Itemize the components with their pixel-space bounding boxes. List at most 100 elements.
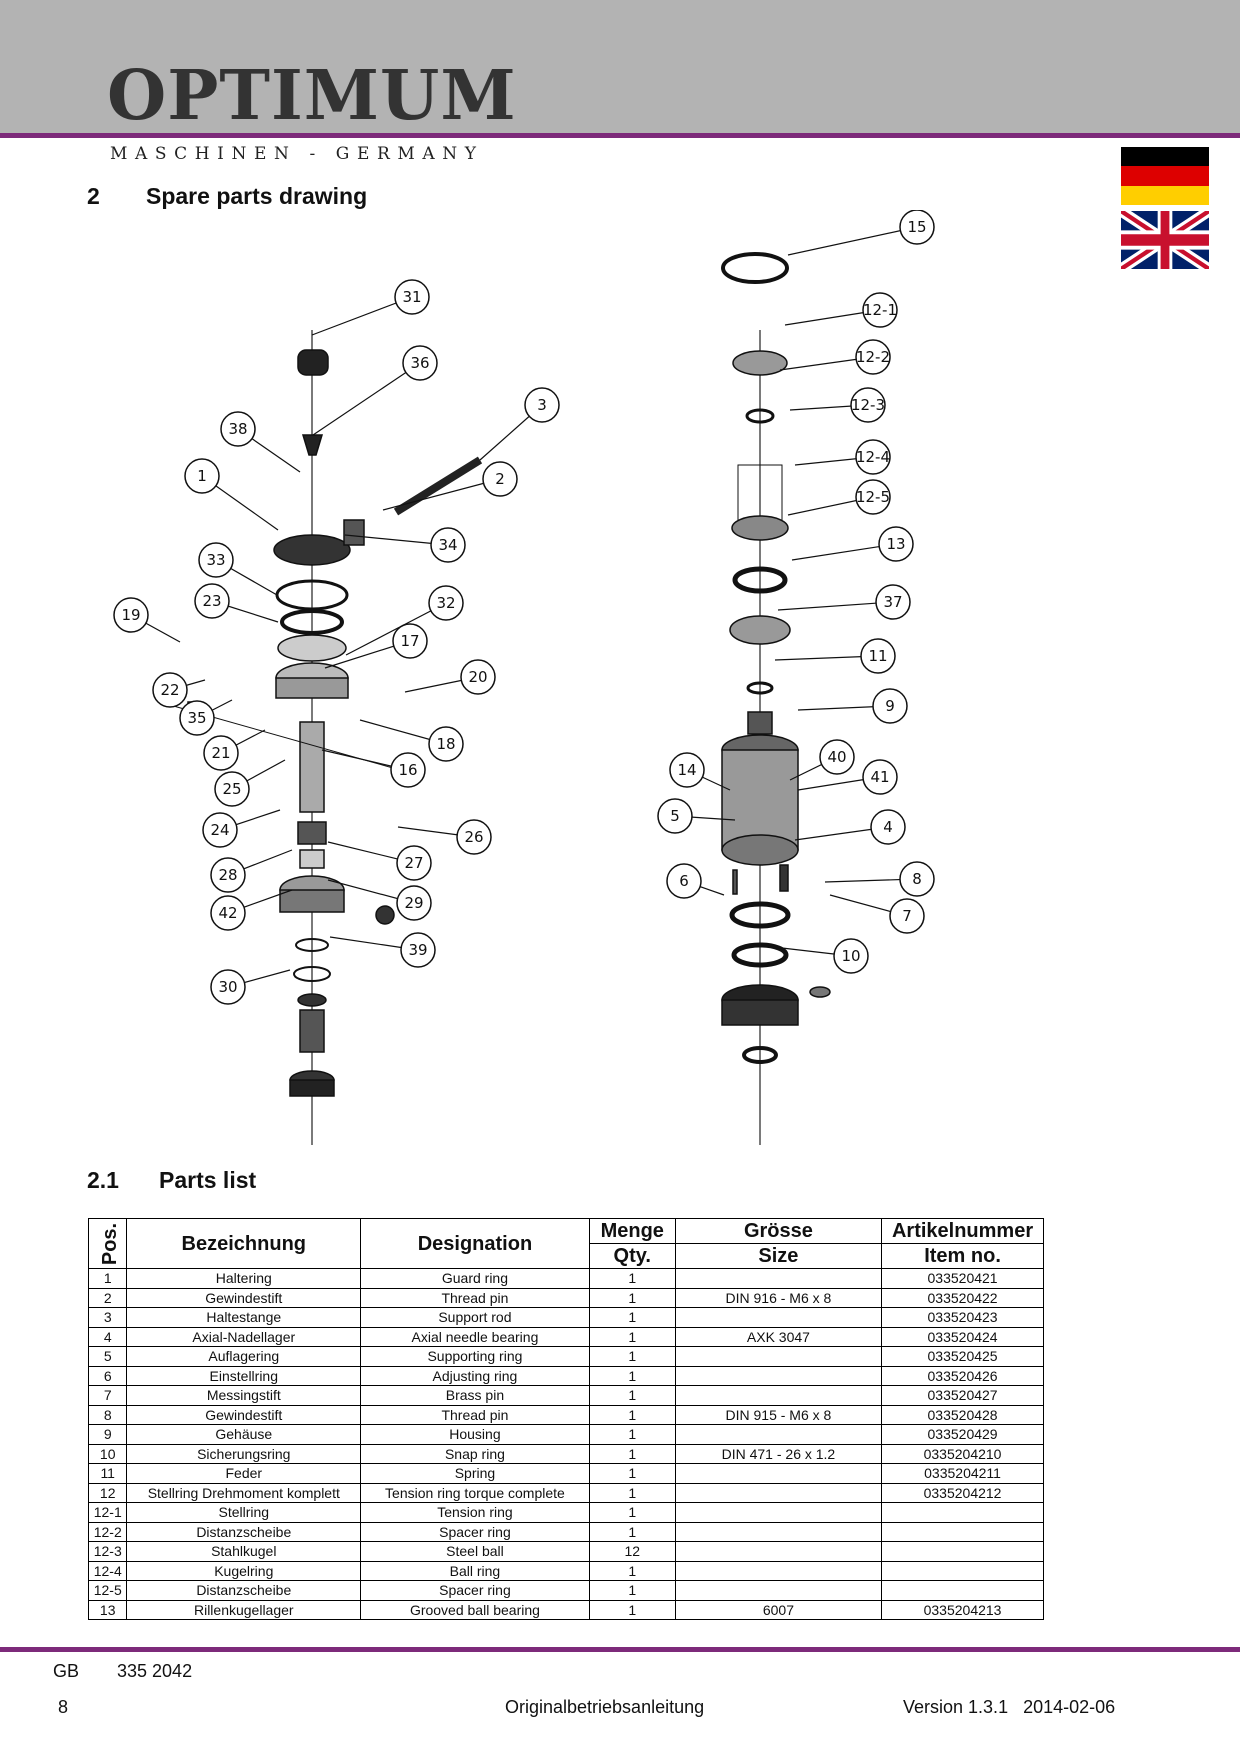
leader-line [382,478,501,511]
callout-circle [899,210,935,245]
callout-circle [220,411,256,447]
callout-label: 25 [222,780,241,798]
callout-label: 20 [468,668,487,686]
cell-pos: 11 [87,1463,128,1484]
cell-designation: Supporting ring [360,1346,590,1367]
cell-qty: 12 [588,1541,676,1562]
cell-size [674,1268,883,1289]
cell-pos: 13 [87,1599,128,1620]
cell-item_no: 033520424 [881,1326,1044,1347]
section-number: 2 [87,183,100,209]
cell-pos: 2 [87,1287,128,1308]
callout-label: 17 [400,632,419,650]
callout-circle [198,542,234,578]
callout-label: 31 [402,288,421,306]
callout-circle [460,659,496,695]
cell-pos: 4 [87,1326,128,1347]
col-header-designation: Designation [360,1218,590,1269]
cell-bezeichnung: Haltering [126,1268,362,1289]
callout-label: 7 [902,907,912,925]
callout-label: 32 [436,594,455,612]
cell-item_no [881,1580,1044,1601]
brand-logo: OPTIMUM [107,56,517,136]
cell-pos: 12-5 [87,1580,128,1601]
callout-circle [870,809,906,845]
cell-bezeichnung: Stahlkugel [126,1541,362,1562]
col-header-menge: Menge [588,1218,676,1244]
callout-label: 11 [868,647,887,665]
subsection-number: 2.1 [87,1167,119,1193]
callout-circle [482,461,518,497]
cell-designation: Tension ring [360,1502,590,1523]
callout-label: 16 [398,761,417,779]
cell-designation: Thread pin [360,1287,590,1308]
cell-size [674,1463,883,1484]
callout-label: 10 [841,947,860,965]
cell-pos: 5 [87,1346,128,1367]
section-title: Spare parts drawing [146,183,368,209]
cell-size [674,1424,883,1445]
brand-tagline: MASCHINEN - GERMANY [110,144,484,164]
callout-label: 34 [438,536,457,554]
callout-circle [394,279,430,315]
callout-circle [210,895,246,931]
cell-pos: 12-3 [87,1541,128,1562]
callout-circle [862,759,898,795]
cell-qty: 1 [588,1463,676,1484]
cell-pos: 12-1 [87,1502,128,1523]
callout-label: 27 [404,854,423,872]
cell-designation: Grooved ball bearing [360,1599,590,1620]
cell-item_no [881,1541,1044,1562]
cell-designation: Housing [360,1424,590,1445]
callout-label: 28 [218,866,237,884]
cell-designation: Steel ball [360,1541,590,1562]
cell-item_no [881,1521,1044,1542]
cell-item_no [881,1502,1044,1523]
callout-circle [392,623,428,659]
cell-qty: 1 [588,1326,676,1347]
cell-pos: 10 [87,1443,128,1464]
cell-size [674,1346,883,1367]
cell-pos: 3 [87,1307,128,1328]
cell-designation: Brass pin [360,1385,590,1406]
callout-circle [833,938,869,974]
cell-qty: 1 [588,1599,676,1620]
cell-designation: Adjusting ring [360,1365,590,1386]
cell-item_no: 033520428 [881,1404,1044,1425]
cell-pos: 9 [87,1424,128,1445]
header-band [0,0,1240,133]
flag-gb-icon [1121,211,1209,269]
cell-size [674,1521,883,1542]
col-header-groesse: Grösse [674,1218,883,1244]
cell-designation: Spacer ring [360,1521,590,1542]
callout-circle [210,969,246,1005]
cell-size [674,1502,883,1523]
callout-label: 18 [436,735,455,753]
footer-lang: GB [53,1661,80,1681]
cell-pos: 6 [87,1365,128,1386]
callout-label: 9 [885,697,895,715]
cell-bezeichnung: Auflagering [126,1346,362,1367]
cell-designation: Spacer ring [360,1580,590,1601]
footer-page-number: 8 [58,1697,69,1717]
cell-bezeichnung: Distanzscheibe [126,1521,362,1542]
cell-bezeichnung: Stellring Drehmoment komplett [126,1482,362,1503]
cell-item_no: 033520426 [881,1365,1044,1386]
callout-label: 42 [218,904,237,922]
callout-circle [428,585,464,621]
callout-circle [428,726,464,762]
cell-item_no: 0335204211 [881,1463,1044,1484]
cell-bezeichnung: Distanzscheibe [126,1580,362,1601]
callout-label: 14 [677,761,696,779]
cell-bezeichnung: Feder [126,1463,362,1484]
callout-circle [669,752,705,788]
